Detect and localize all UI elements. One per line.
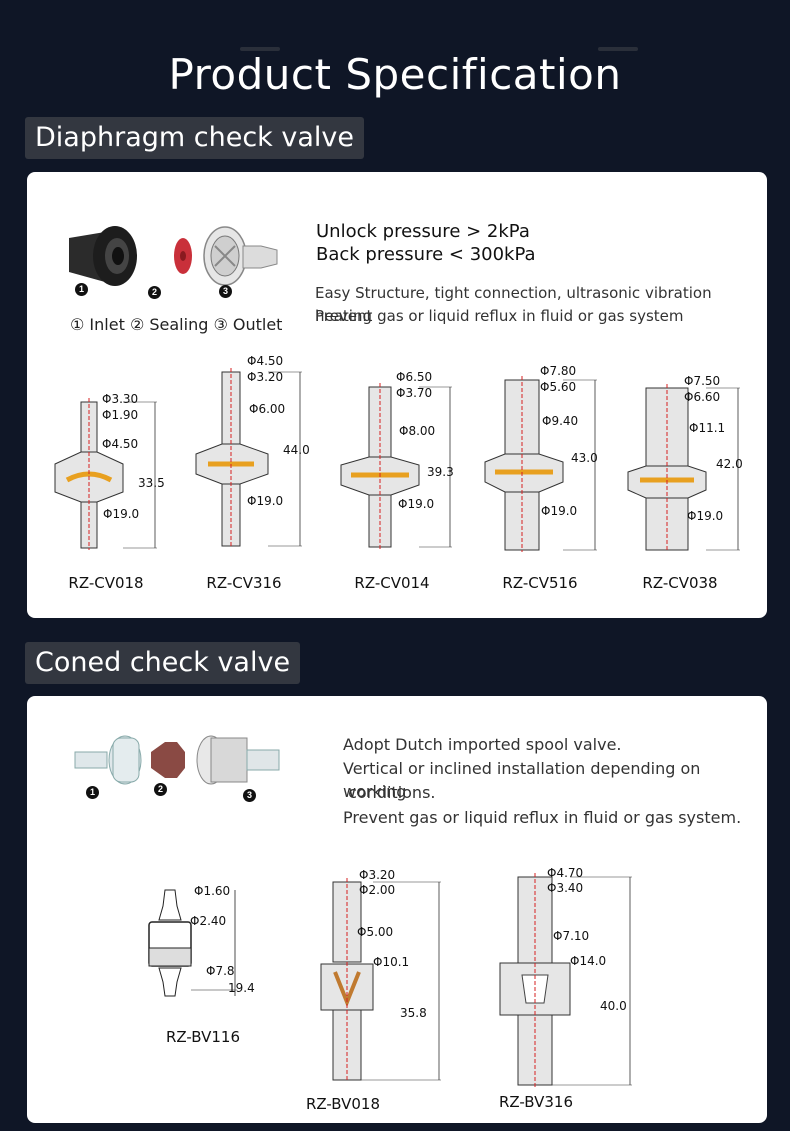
bv018-dim-3: Φ5.00	[357, 925, 394, 939]
diaphragm-parts-illustration	[69, 226, 278, 286]
cv038-dim-5: Φ19.0	[687, 509, 724, 523]
bv316-dim-1: Φ4.70	[547, 866, 584, 880]
bv018-dim-5: 35.8	[400, 1006, 427, 1020]
coned-parts-illustration	[74, 735, 280, 785]
section-heading-coned: Coned check valve	[25, 642, 301, 684]
cv018-dim-3: Φ4.50	[102, 437, 139, 451]
bv116-dim-2: Φ2.40	[190, 914, 227, 928]
model-rz-bv316: RZ-BV316	[498, 1093, 574, 1111]
cv014-dim-5: Φ19.0	[398, 497, 435, 511]
back-pressure: Back pressure < 300kPa	[316, 244, 536, 265]
cv038-dim-2: Φ6.60	[684, 390, 721, 404]
bv018-dim-2: Φ2.00	[359, 883, 396, 897]
cv038-dim-3: Φ11.1	[689, 421, 726, 435]
cv316-dim-4: 44.0	[283, 443, 310, 457]
parts-legend: ① Inlet ② Sealing ③ Outlet	[70, 315, 283, 334]
coned-spec-line-3: conditions.	[343, 783, 436, 802]
cv516-dim-3: Φ9.40	[542, 414, 579, 428]
coned-spec-line-2: Vertical or inclined installation depend…	[343, 759, 701, 801]
spec-line-structure: Easy Structure, tight connection, ultras…	[315, 284, 712, 325]
model-rz-bv018: RZ-BV018	[305, 1095, 381, 1113]
drawing-rz-cv038	[627, 384, 740, 552]
drawing-rz-cv018	[54, 398, 157, 550]
coned-spec-line-1: Adopt Dutch imported spool valve.	[343, 735, 622, 754]
model-rz-cv316: RZ-CV316	[206, 574, 282, 592]
bv316-dim-3: Φ7.10	[553, 929, 590, 943]
model-rz-cv038: RZ-CV038	[642, 574, 718, 592]
cv014-dim-2: Φ3.70	[396, 386, 433, 400]
cv516-dim-4: 43.0	[571, 451, 598, 465]
part-number-1: 1	[75, 283, 88, 296]
cv516-dim-2: Φ5.60	[540, 380, 577, 394]
cv316-dim-1: Φ4.50	[247, 354, 284, 368]
bv316-dim-5: 40.0	[600, 999, 627, 1013]
cv018-dim-2: Φ1.90	[102, 408, 139, 422]
part-number-2: 2	[148, 286, 161, 299]
section-heading-diaphragm: Diaphragm check valve	[25, 117, 365, 159]
title-deco-left	[240, 47, 280, 51]
drawing-rz-bv316	[499, 873, 632, 1087]
cv316-dim-3: Φ6.00	[249, 402, 286, 416]
unlock-pressure: Unlock pressure > 2kPa	[316, 221, 530, 242]
cv516-dim-1: Φ7.80	[540, 364, 577, 378]
drawing-rz-cv316	[195, 368, 302, 548]
spec-line-reflux: Prevent gas or liquid reflux in fluid or…	[315, 307, 684, 325]
bv316-dim-4: Φ14.0	[570, 954, 607, 968]
coned-part-number-1: 1	[86, 786, 99, 799]
coned-card: 1 2 3 Adopt Dutch imported spool valve. …	[27, 696, 767, 1123]
cv516-dim-5: Φ19.0	[541, 504, 578, 518]
model-rz-cv018: RZ-CV018	[68, 574, 144, 592]
cv038-dim-4: 42.0	[716, 457, 743, 471]
model-rz-cv516: RZ-CV516	[502, 574, 578, 592]
coned-spec-line-4: Prevent gas or liquid reflux in fluid or…	[343, 808, 742, 827]
cv014-dim-4: 39.3	[427, 465, 454, 479]
drawing-rz-bv018	[320, 878, 441, 1082]
diaphragm-card: 1 2 3 ① Inlet ② Sealing ③ Outlet Unlock …	[27, 172, 767, 618]
cv014-dim-3: Φ8.00	[399, 424, 436, 438]
cv018-dim-1: Φ3.30	[102, 392, 139, 406]
cv018-dim-4: 33.5	[138, 476, 165, 490]
bv116-dim-1: Φ1.60	[194, 884, 231, 898]
drawing-rz-cv516	[484, 376, 597, 552]
model-rz-bv116: RZ-BV116	[165, 1028, 241, 1046]
bv116-dim-3: Φ7.8	[206, 964, 235, 978]
coned-part-number-3: 3	[243, 789, 256, 802]
drawing-rz-bv116	[148, 889, 237, 997]
title-deco-right	[598, 47, 638, 51]
drawing-rz-cv014	[340, 383, 452, 549]
part-number-3: 3	[219, 285, 232, 298]
cv014-dim-1: Φ6.50	[396, 370, 433, 384]
bv018-dim-1: Φ3.20	[359, 868, 396, 882]
coned-part-number-2: 2	[154, 783, 167, 796]
cv316-dim-2: Φ3.20	[247, 370, 284, 384]
cv038-dim-1: Φ7.50	[684, 374, 721, 388]
model-rz-cv014: RZ-CV014	[354, 574, 430, 592]
cv018-dim-5: Φ19.0	[103, 507, 140, 521]
bv018-dim-4: Φ10.1	[373, 955, 410, 969]
page-title: Product Specification	[168, 50, 622, 99]
bv116-dim-4: 19.4	[228, 981, 255, 995]
bv316-dim-2: Φ3.40	[547, 881, 584, 895]
cv316-dim-5: Φ19.0	[247, 494, 284, 508]
